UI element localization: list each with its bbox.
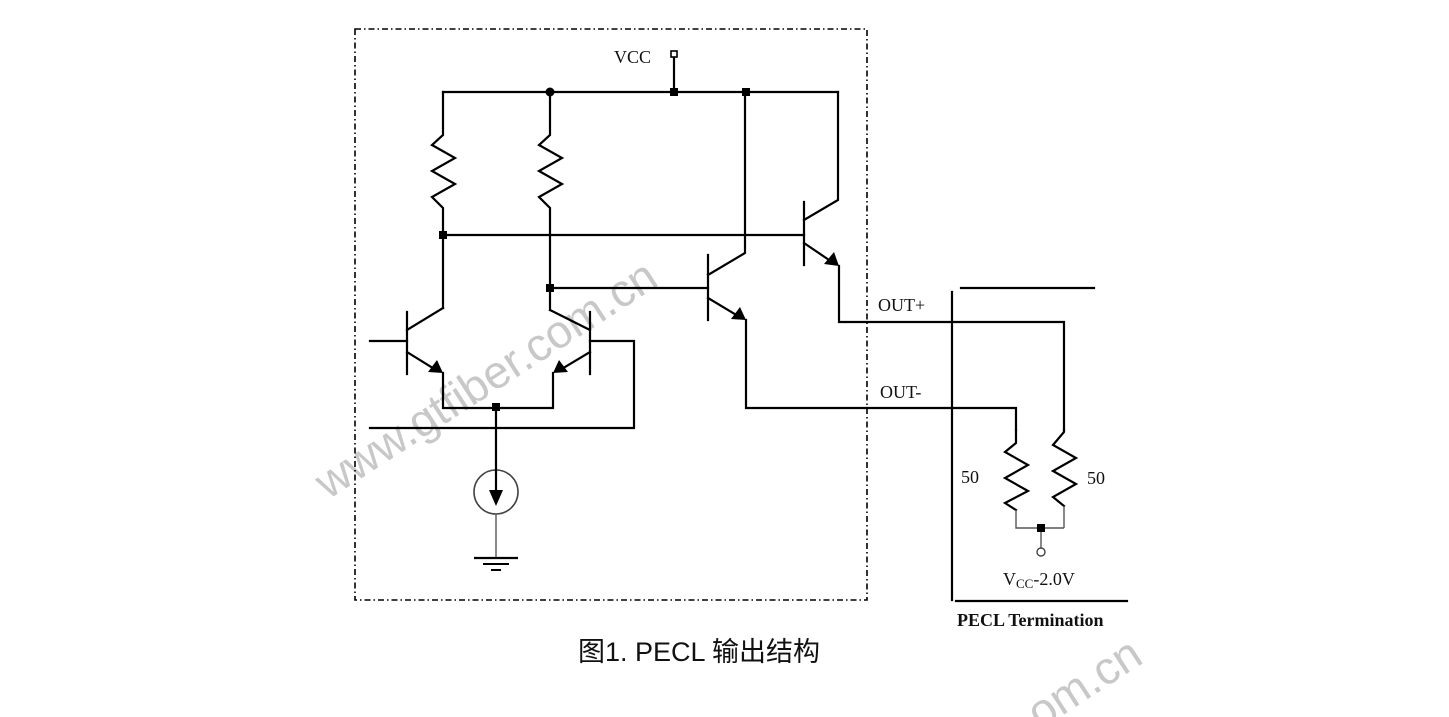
vtt-label: VCC-2.0V [1003,569,1075,591]
termination-resistor-right [1050,428,1079,528]
termination-frame [950,286,1129,603]
vtt-node [1036,524,1046,557]
out-plus-label: OUT+ [878,295,925,315]
transistor-q4 [802,90,1066,432]
transistor-q2 [368,308,636,430]
termination-label: PECL Termination [957,610,1104,630]
transistor-q3 [706,90,1018,432]
out-minus-label: OUT- [880,382,921,402]
chip-boundary [354,28,868,601]
termination-resistor-left [1002,428,1064,529]
resistor-value-right: 50 [1087,468,1105,488]
current-source [473,403,519,558]
load-resistor-left [429,90,458,237]
watermark-bottom: om.cn [1017,627,1150,717]
load-resistor-right [536,90,565,290]
figure-caption: 图1. PECL 输出结构 [578,637,820,667]
vcc-label: VCC [614,47,651,67]
ground-icon [474,556,518,571]
transistor-q1 [368,306,553,410]
resistor-value-left: 50 [961,467,979,487]
